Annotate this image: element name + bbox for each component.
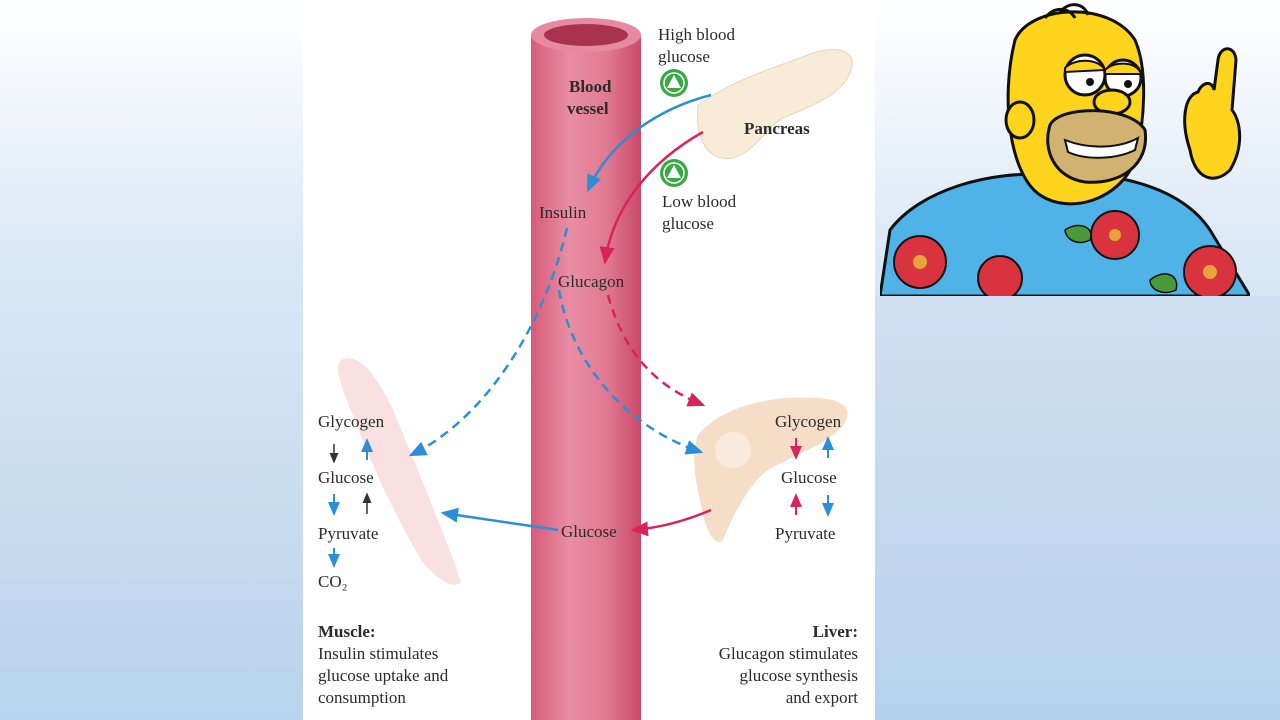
low-glucose-label-line2: glucose (662, 214, 714, 233)
glucose-regulation-diagram: High blood glucose Blood vessel Pancreas… (318, 18, 859, 720)
pancreas-label: Pancreas (744, 119, 810, 138)
liver-caption-line2: glucose synthesis (739, 666, 858, 685)
diagram-card: High blood glucose Blood vessel Pancreas… (303, 0, 875, 720)
muscle-caption-title: Muscle: (318, 622, 376, 641)
low-glucose-indicator (660, 159, 688, 187)
muscle-co2-label: CO₂ (318, 572, 348, 591)
low-glucose-label-line1: Low blood (662, 192, 737, 211)
cartoon-character-image (880, 3, 1250, 296)
right-panel (875, 296, 1280, 720)
liver-organ (694, 397, 848, 542)
pancreas-organ (697, 49, 853, 159)
high-glucose-label-line1: High blood (658, 25, 735, 44)
high-glucose-indicator (660, 69, 688, 97)
blood-vessel-label-line1: Blood (569, 77, 612, 96)
muscle-pyruvate-label: Pyruvate (318, 524, 378, 543)
blood-glucose-label: Glucose (561, 522, 617, 541)
muscle-caption-line1: Insulin stimulates (318, 644, 438, 663)
liver-glucose-label: Glucose (781, 468, 837, 487)
muscle-glycogen-label: Glycogen (318, 412, 385, 431)
blood-vessel-label-line2: vessel (567, 99, 609, 118)
liver-caption-line1: Glucagon stimulates (719, 644, 858, 663)
shirt-flowers (893, 210, 1237, 296)
muscle-organ (338, 358, 461, 585)
insulin-to-muscle-arrow (408, 227, 569, 457)
liver-glycogen-label: Glycogen (775, 412, 842, 431)
muscle-glucose-label: Glucose (318, 468, 374, 487)
high-glucose-label-line2: glucose (658, 47, 710, 66)
blood-vessel (531, 18, 641, 720)
glucagon-release-arrow (599, 130, 704, 265)
insulin-label: Insulin (539, 203, 587, 222)
insulin-to-liver-arrow (557, 289, 704, 455)
liver-caption-line3: and export (786, 688, 859, 707)
glucagon-label: Glucagon (558, 272, 625, 291)
liver-pyruvate-label: Pyruvate (775, 524, 835, 543)
liver-glucose-export-arrow (630, 508, 712, 537)
muscle-caption-line3: consumption (318, 688, 406, 707)
glucagon-to-liver-arrow (606, 294, 706, 407)
liver-caption-title: Liver: (813, 622, 858, 641)
insulin-release-arrow (586, 93, 712, 193)
muscle-caption-line2: glucose uptake and (318, 666, 449, 685)
glucose-to-muscle-arrow (440, 507, 559, 532)
